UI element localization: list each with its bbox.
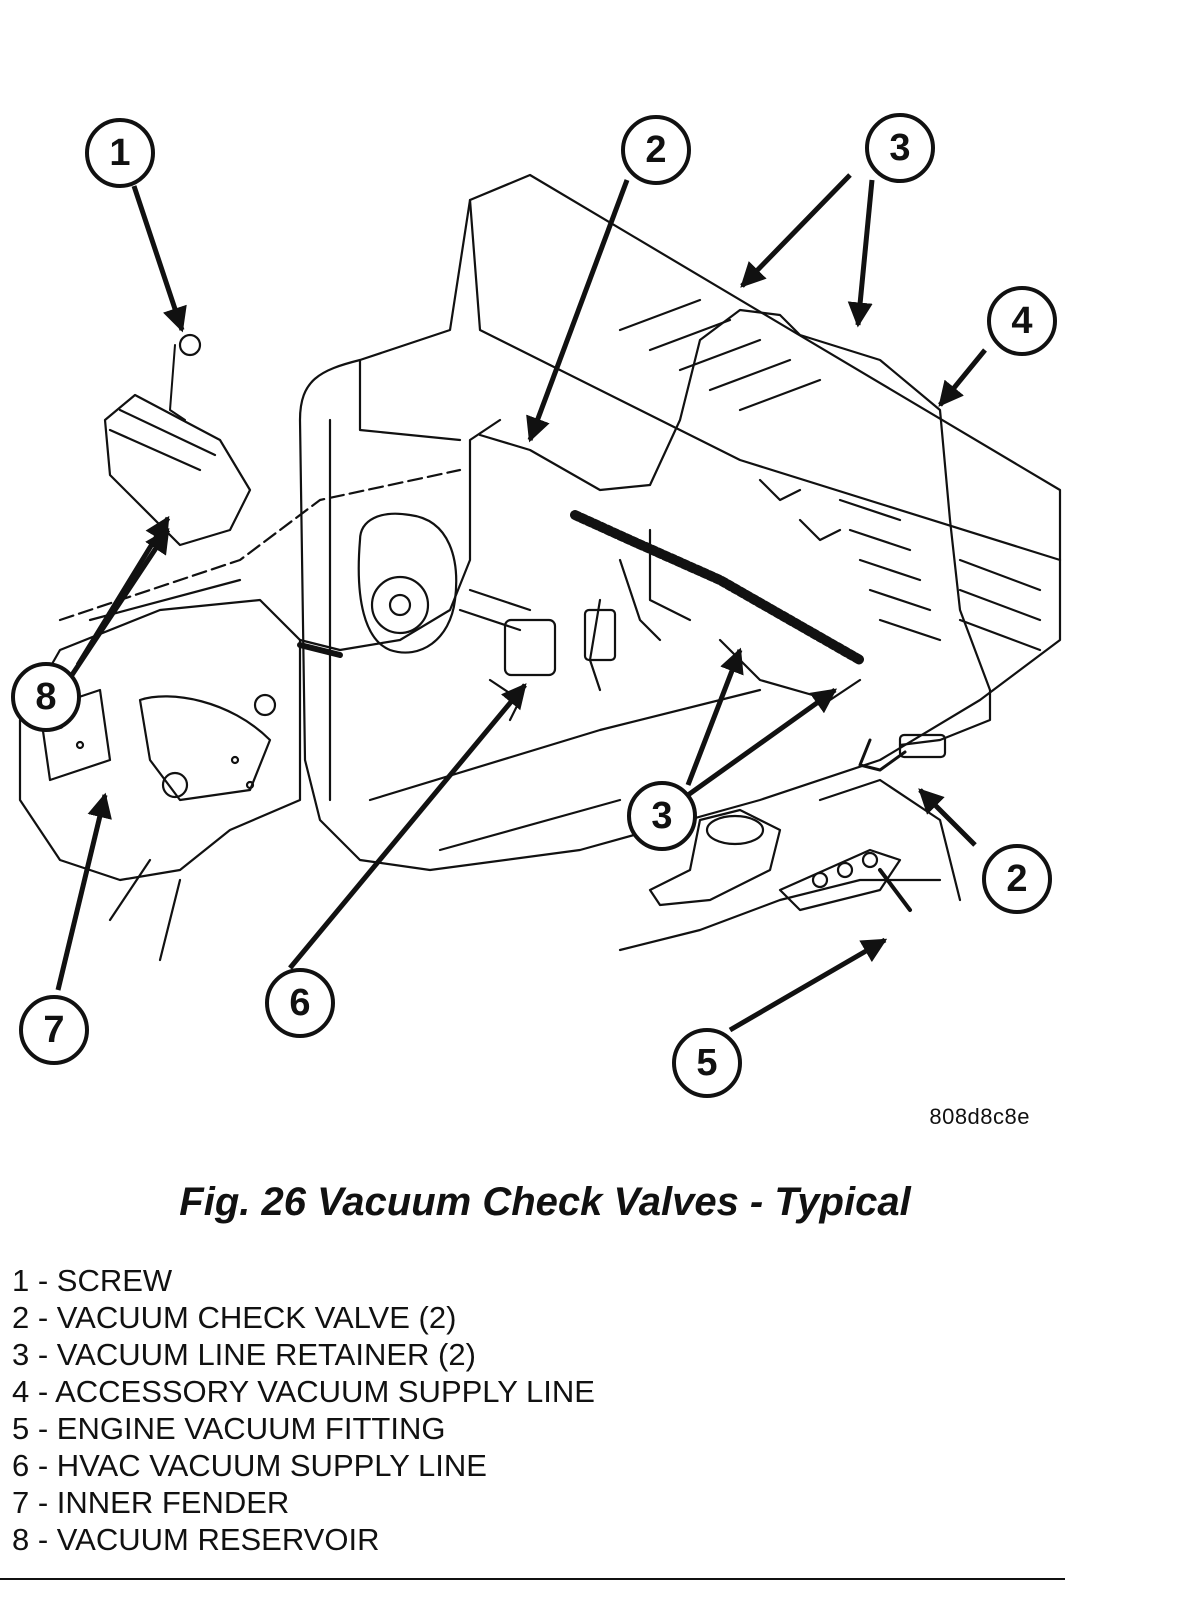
legend-item: 2 - VACUUM CHECK VALVE (2)	[12, 1300, 457, 1335]
callout-number-1: 1	[109, 132, 130, 174]
callout-number-7: 7	[43, 1009, 64, 1051]
callout-circle-6	[265, 968, 335, 1038]
callout-circle-4	[987, 286, 1057, 356]
callout-number-2: 2	[1006, 858, 1027, 900]
legend-item: 7 - INNER FENDER	[12, 1485, 290, 1520]
bottom-rule	[0, 1578, 1065, 1580]
callout-number-2: 2	[645, 129, 666, 171]
leader-arrows	[55, 173, 987, 1033]
callout-circle-3-top	[865, 113, 935, 183]
legend-item: 3 - VACUUM LINE RETAINER (2)	[12, 1337, 476, 1372]
legend-item: 5 - ENGINE VACUUM FITTING	[12, 1411, 446, 1446]
callout-circle-7	[19, 995, 89, 1065]
legend-item: 6 - HVAC VACUUM SUPPLY LINE	[12, 1448, 487, 1483]
callout-number-3: 3	[889, 127, 910, 169]
legend-item: 4 - ACCESSORY VACUUM SUPPLY LINE	[12, 1374, 595, 1409]
callout-circle-2-top	[621, 115, 691, 185]
vacuum-check-valve-diagram: 1 2 3 4 8 3 2 6 7 5	[11, 113, 1062, 1098]
callout-circle-3-mid	[627, 781, 697, 851]
legend-item: 1 - SCREW	[12, 1263, 173, 1298]
callout-number-3: 3	[651, 795, 672, 837]
callout-circle-1	[85, 118, 155, 188]
callout-number-8: 8	[35, 676, 56, 718]
callout-circle-8	[11, 662, 81, 732]
legend-item: 8 - VACUUM RESERVOIR	[12, 1522, 380, 1557]
callouts	[11, 113, 1057, 1098]
callout-number-5: 5	[696, 1042, 717, 1084]
parts-legend: 1 - SCREW 2 - VACUUM CHECK VALVE (2) 3 -…	[12, 1262, 595, 1558]
callout-circle-2-right	[982, 844, 1052, 914]
callout-number-6: 6	[289, 982, 310, 1024]
callout-number-4: 4	[1011, 300, 1032, 342]
figure-caption: Fig. 26 Vacuum Check Valves - Typical	[179, 1180, 911, 1224]
figure-id: 808d8c8e	[929, 1104, 1030, 1129]
callout-circle-5	[672, 1028, 742, 1098]
engine-compartment-illustration	[18, 173, 1062, 962]
